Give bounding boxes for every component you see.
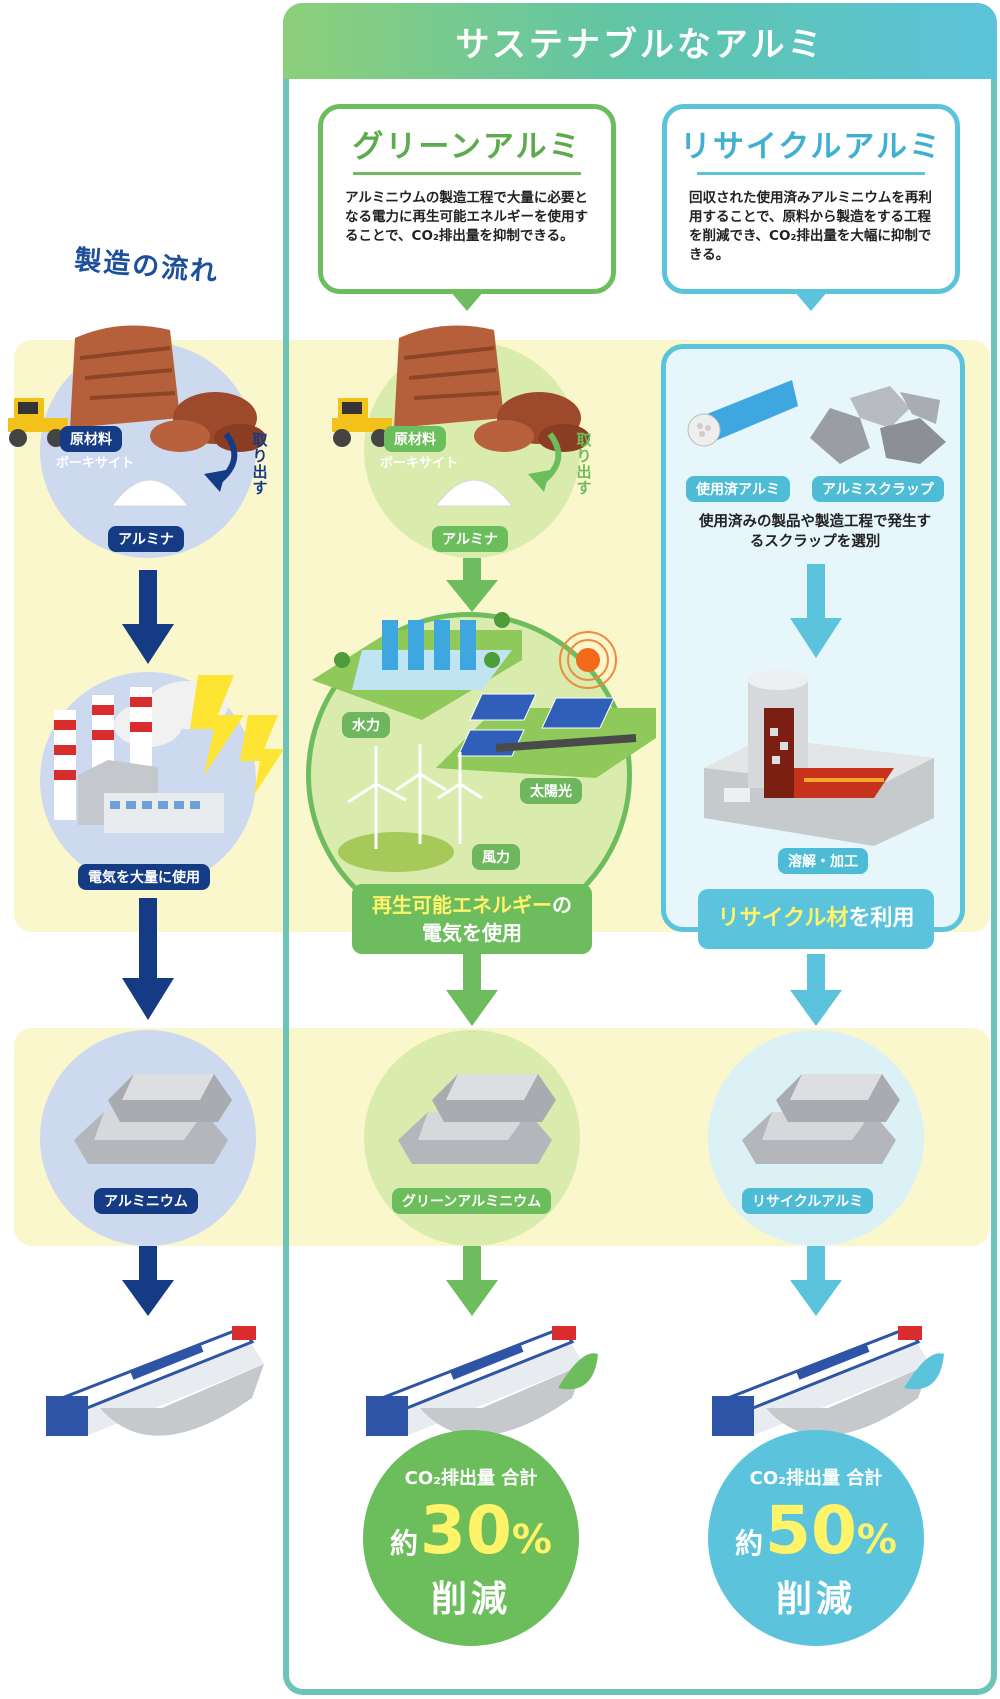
factory-icon	[54, 675, 284, 833]
hydro-dam-icon	[312, 612, 522, 720]
recycle-co2-result-reduce: 削減	[775, 1579, 856, 1620]
standard-aluminium-label: アルミニウム	[94, 1188, 198, 1214]
green-arrow-3	[446, 1246, 498, 1316]
flow-title: 製造の流れ	[73, 244, 221, 289]
sustainable-header: サステナブルなアルミ	[283, 3, 997, 79]
recycle-arrow-1	[790, 564, 842, 658]
green-aluminium-card: グリーンアルミ アルミニウムの製造工程で大量に必要となる電力に再生可能エネルギー…	[318, 104, 616, 311]
renewable-energy-suffix: の	[552, 893, 572, 917]
green-arrow-1	[446, 558, 498, 612]
standard-bauxite-label: ボーキサイト	[56, 456, 135, 471]
recycle-card-rule	[697, 172, 925, 175]
aluminium-scrap-icon	[810, 386, 946, 464]
green-bulldozer-icon	[332, 398, 392, 447]
green-co2-result-prefix: 約	[390, 1527, 419, 1560]
sustainable-title: サステナブルなアルミ	[455, 24, 825, 65]
recycle-aluminium-label: リサイクルアルミ	[742, 1188, 874, 1214]
standard-alumina-label: アルミナ	[108, 526, 184, 552]
solar-label: 太陽光	[520, 778, 582, 804]
green-card-pointer	[450, 291, 484, 311]
green-co2-result-label: CO₂排出量 合計	[404, 1468, 538, 1489]
green-bauxite-label: ボーキサイト	[380, 456, 459, 471]
green-card-rule	[353, 172, 581, 175]
green-raw-material-label: 原材料	[384, 426, 446, 452]
recycle-co2-result-label: CO₂排出量 合計	[749, 1468, 883, 1489]
recycle-foil-product-icon	[712, 1326, 944, 1436]
recycle-arrow-2	[790, 954, 842, 1026]
wind-label: 風力	[472, 844, 520, 870]
recycle-card-body: 回収された使用済みアルミニウムを再利用することで、原料から製造をする工程を削減で…	[689, 190, 932, 263]
standard-arrow-2	[122, 898, 174, 1020]
recycle-card-pointer	[794, 291, 828, 311]
standard-arrow-3	[122, 1246, 174, 1316]
renewable-energy-line2: 電気を使用	[422, 921, 522, 945]
hydro-label: 水力	[342, 712, 390, 738]
melt-label: 溶解・加工	[778, 848, 868, 874]
green-extract-arrow-icon	[528, 432, 562, 492]
recycle-material-suffix: を利用	[848, 906, 915, 931]
standard-alumina-powder-icon	[111, 479, 189, 507]
recycle-material-banner: リサイクル材を利用	[698, 889, 934, 949]
standard-arrow-1	[122, 570, 174, 664]
renewable-energy-highlight: 再生可能エネルギー	[372, 893, 552, 917]
recycle-aluminium-card: リサイクルアルミ 回収された使用済みアルミニウムを再利用することで、原料から製造…	[662, 104, 960, 311]
green-mine-cliff-icon	[394, 325, 590, 452]
standard-ingot-icon	[74, 1074, 232, 1164]
used-aluminium-wire-icon	[687, 380, 798, 447]
green-extract-label: 取り出す	[576, 431, 592, 497]
solar-panel-icon	[436, 631, 656, 778]
recycle-arrow-3	[790, 1246, 842, 1316]
green-co2-result-reduce: 削減	[430, 1579, 511, 1620]
recycle-card-heading: リサイクルアルミ	[679, 129, 943, 165]
melting-furnace-icon	[704, 670, 934, 846]
green-alumina-label: アルミナ	[432, 526, 508, 552]
recycle-co2-result-value: 50	[765, 1492, 857, 1569]
renewable-energy-banner: 再生可能エネルギーの 電気を使用	[352, 884, 592, 954]
green-card-body: アルミニウムの製造工程で大量に必要となる電力に再生可能エネルギーを使用することで…	[345, 190, 588, 244]
recycle-co2-result-unit: %	[856, 1517, 897, 1563]
scrap-select-text: 使用済みの製品や製造工程で発生するスクラップを選別	[699, 514, 931, 550]
wind-turbine-icon	[338, 744, 483, 872]
standard-foil-product-icon	[46, 1326, 264, 1436]
green-arrow-2	[446, 954, 498, 1026]
standard-extract-label: 取り出す	[252, 431, 268, 497]
scrap-label: アルミスクラップ	[812, 476, 944, 502]
mine-cliff-icon	[70, 325, 266, 452]
green-card-heading: グリーンアルミ	[352, 129, 582, 165]
green-co2-result-unit: %	[511, 1517, 552, 1563]
standard-raw-material-label: 原材料	[60, 426, 122, 452]
used-aluminium-label: 使用済アルミ	[686, 476, 790, 502]
green-foil-product-icon	[366, 1326, 598, 1436]
recycle-co2-result-prefix: 約	[735, 1527, 764, 1560]
green-alumina-powder-icon	[435, 479, 513, 507]
green-aluminium-label: グリーンアルミニウム	[392, 1188, 552, 1214]
green-co2-result-value: 30	[420, 1492, 512, 1569]
standard-electricity-label: 電気を大量に使用	[78, 864, 210, 890]
standard-extract-arrow-icon	[204, 432, 238, 492]
recycle-material-highlight: リサイクル材	[717, 906, 849, 931]
green-ingot-icon	[398, 1074, 556, 1164]
recycle-ingot-icon	[742, 1074, 900, 1164]
